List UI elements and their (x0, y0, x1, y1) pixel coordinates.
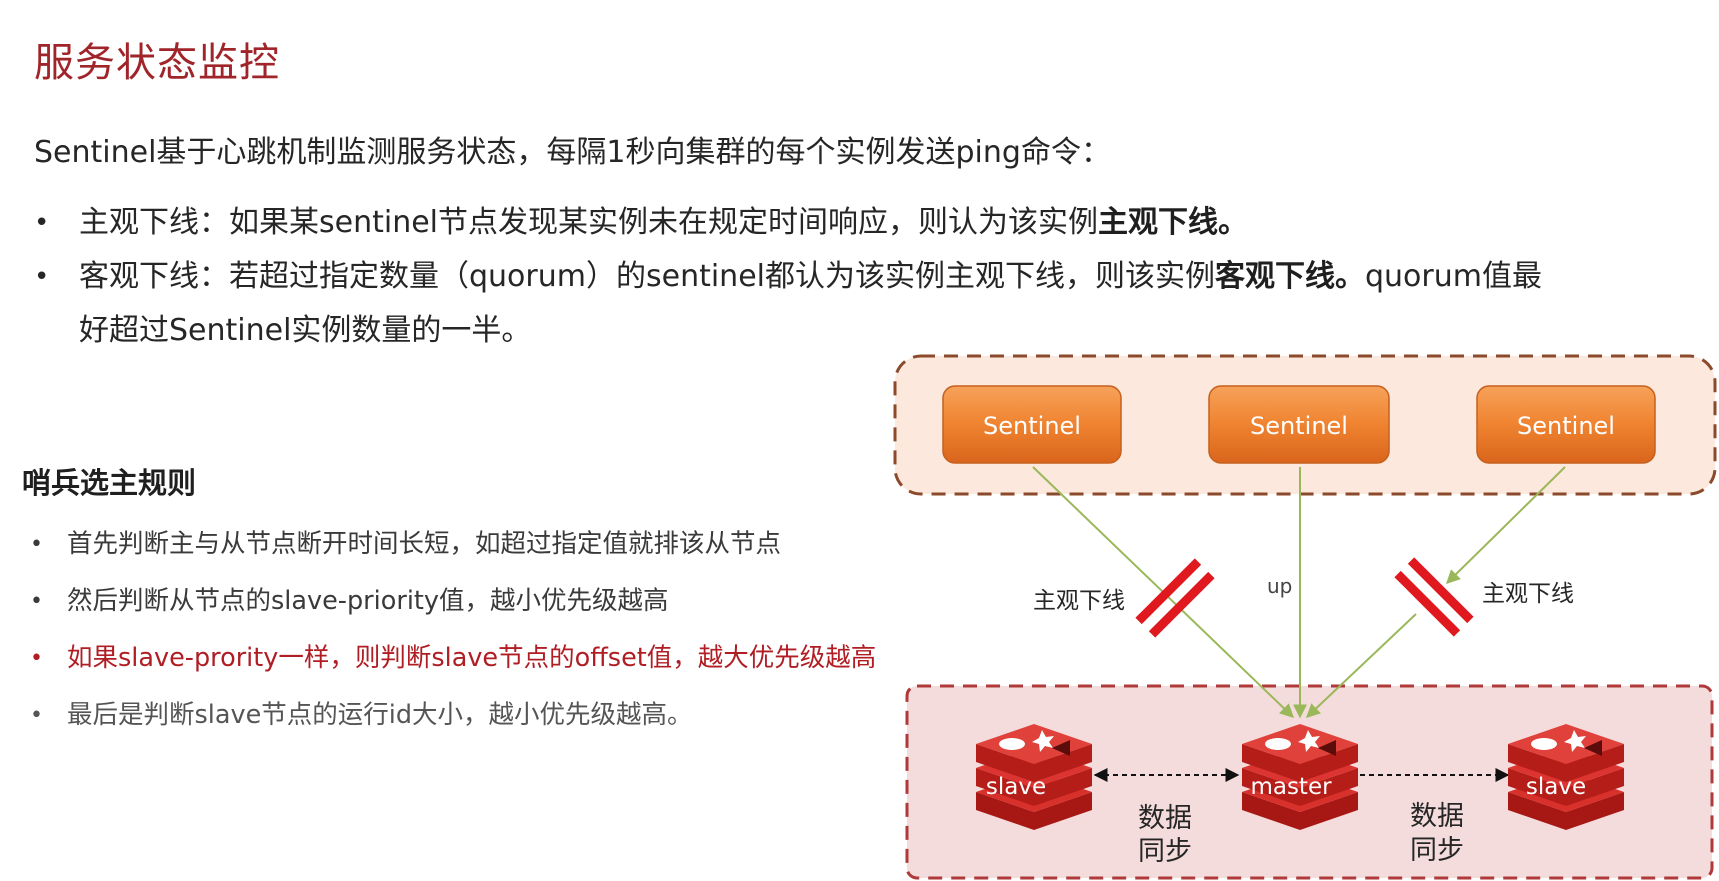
bullet-text: 客观下线：若超过指定数量（quorum）的sentinel都认为该实例主观下线，… (79, 259, 1215, 294)
slave-to-master-line (1305, 613, 1417, 718)
intro-bullet-list: 主观下线：如果某sentinel节点发现某实例未在规定时间响应，则认为该实例主观… (34, 196, 1684, 358)
redis-node-slave-right: slave (1508, 724, 1624, 830)
sentinel-node-left: Sentinel (942, 385, 1122, 464)
node-label: master (1250, 774, 1332, 800)
intro-text: Sentinel基于心跳机制监测服务状态，每隔1秒向集群的每个实例发送ping命… (34, 135, 1111, 170)
slide-title: 服务状态监控 (34, 40, 280, 86)
rules-list: 首先判断主与从节点断开时间长短，如超过指定值就排该从节点 然后判断从节点的sla… (22, 516, 922, 744)
sentinel-label: Sentinel (983, 412, 1081, 440)
bullet-text: 主观下线：如果某sentinel节点发现某实例未在规定时间响应，则认为该实例 (79, 205, 1099, 240)
bullet-suffix: quorum值最好超过Sentinel实例数量的一半。 (79, 259, 1542, 348)
broken-link-icon (1394, 557, 1474, 637)
broken-link-icon (1135, 558, 1215, 638)
rule-item: 最后是判断slave节点的运行id大小，越小优先级越高。 (22, 687, 922, 744)
redis-node-slave-left: slave (976, 724, 1092, 830)
intro-bullet-subjective: 主观下线：如果某sentinel节点发现某实例未在规定时间响应，则认为该实例主观… (34, 196, 1684, 250)
bullet-bold-text: 客观下线。 (1215, 259, 1365, 294)
bullet-bold-text: 主观下线。 (1098, 205, 1249, 240)
sentinel-label: Sentinel (1250, 412, 1348, 440)
sentinel-node-middle: Sentinel (1208, 385, 1390, 464)
sentinel-label: Sentinel (1517, 412, 1615, 440)
subjective-offline-label-right: 主观下线 (1482, 581, 1574, 607)
subjective-offline-label-left: 主观下线 (1033, 588, 1125, 614)
intro-bullet-objective: 客观下线：若超过指定数量（quorum）的sentinel都认为该实例主观下线，… (34, 250, 1684, 358)
up-label: up (1267, 574, 1292, 598)
sentinel-node-right: Sentinel (1476, 385, 1656, 464)
sync-label-left-line2: 同步 (1138, 836, 1192, 867)
rule-item: 然后判断从节点的slave-priority值，越小优先级越高 (22, 573, 922, 630)
rules-title: 哨兵选主规则 (22, 466, 197, 500)
redis-node-master: master (1242, 724, 1358, 830)
sync-label-right-line2: 同步 (1410, 835, 1464, 866)
sentinel-right-to-slave-line (1446, 466, 1566, 584)
node-label: slave (986, 774, 1046, 800)
rule-item: 首先判断主与从节点断开时间长短，如超过指定值就排该从节点 (22, 516, 922, 573)
node-label: slave (1526, 774, 1586, 800)
sync-label-right-line1: 数据 (1410, 801, 1464, 832)
rule-item-highlighted: 如果slave-prority一样，则判断slave节点的offset值，越大优… (22, 630, 922, 687)
sync-label-left-line1: 数据 (1138, 803, 1192, 834)
